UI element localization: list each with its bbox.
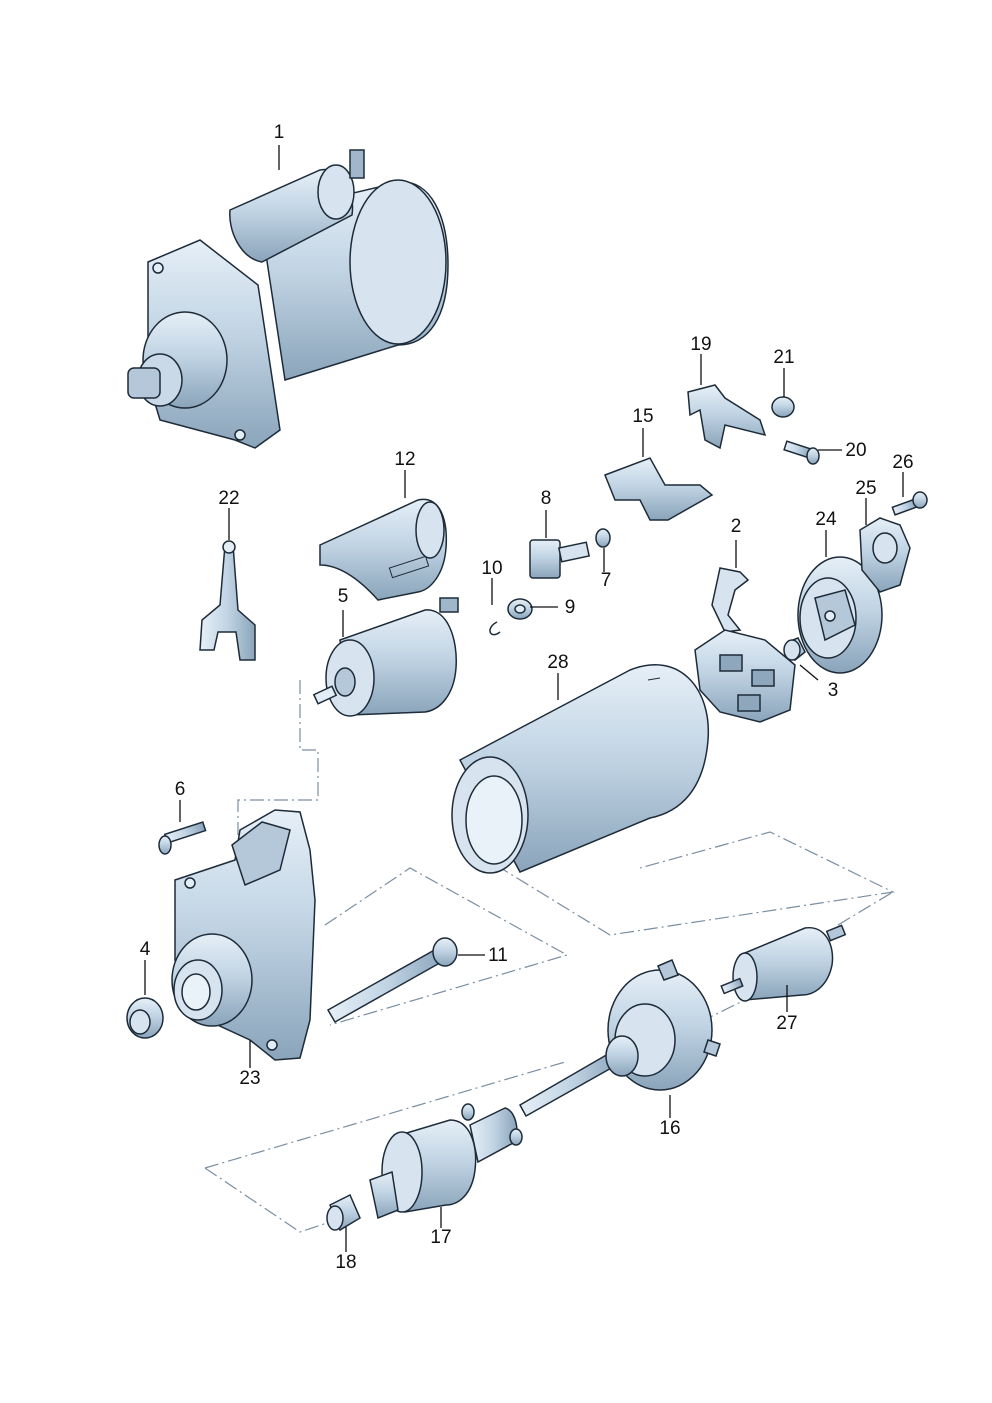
callout-15: 15 [632, 406, 653, 427]
callout-27: 27 [776, 1013, 797, 1034]
callout-4: 4 [140, 939, 151, 960]
bearing-ring [126, 997, 164, 1039]
support-bracket [687, 384, 767, 450]
through-bolt [326, 937, 458, 1024]
callout-19: 19 [690, 334, 711, 355]
terminal-block [529, 539, 561, 579]
callout-7: 7 [601, 570, 612, 591]
callout-8: 8 [541, 488, 552, 509]
callout-2: 2 [731, 516, 742, 537]
callout-1: 1 [274, 122, 285, 143]
callout-18: 18 [335, 1252, 356, 1273]
bracket-fasteners [771, 396, 820, 465]
callout-22: 22 [218, 488, 239, 509]
callout-21: 21 [773, 347, 794, 368]
small-hardware [489, 528, 611, 636]
retaining-clip [489, 621, 501, 636]
callout-20: 20 [845, 440, 866, 461]
callout-16: 16 [659, 1118, 680, 1139]
armature [720, 924, 847, 1002]
starter-motor-assembly [127, 149, 449, 449]
callout-10: 10 [481, 558, 502, 579]
brush-holder [694, 567, 796, 723]
callout-17: 17 [430, 1227, 451, 1248]
callout-26: 26 [892, 452, 913, 473]
end-cover [797, 556, 883, 674]
stator-housing [451, 664, 710, 874]
callout-28: 28 [547, 652, 568, 673]
pinion-drive [369, 1103, 523, 1220]
assembly-guide-lines [204, 680, 895, 1233]
drive-end-housing [171, 809, 316, 1061]
shift-fork [199, 540, 256, 661]
callout-11: 11 [488, 945, 508, 966]
small-bushing [595, 528, 611, 548]
leader-lines [144, 145, 904, 1252]
planetary-gear-shaft [518, 959, 721, 1118]
callout-labels: 1 2 3 4 5 6 7 8 9 10 11 12 15 16 17 18 1… [140, 122, 914, 1273]
bearing-bushing [783, 637, 806, 662]
cap-plate [859, 491, 928, 593]
callout-25: 25 [855, 478, 876, 499]
callout-23: 23 [239, 1068, 260, 1089]
solenoid-cover [319, 498, 448, 601]
callout-24: 24 [815, 509, 837, 530]
mounting-bracket [604, 457, 714, 521]
callout-9: 9 [565, 597, 576, 618]
callout-6: 6 [175, 779, 186, 800]
small-sleeve [326, 1193, 361, 1232]
callout-12: 12 [394, 449, 415, 470]
housing-screw [158, 821, 207, 855]
solenoid-switch [312, 597, 459, 717]
callout-5: 5 [338, 586, 349, 607]
callout-3: 3 [828, 680, 839, 701]
